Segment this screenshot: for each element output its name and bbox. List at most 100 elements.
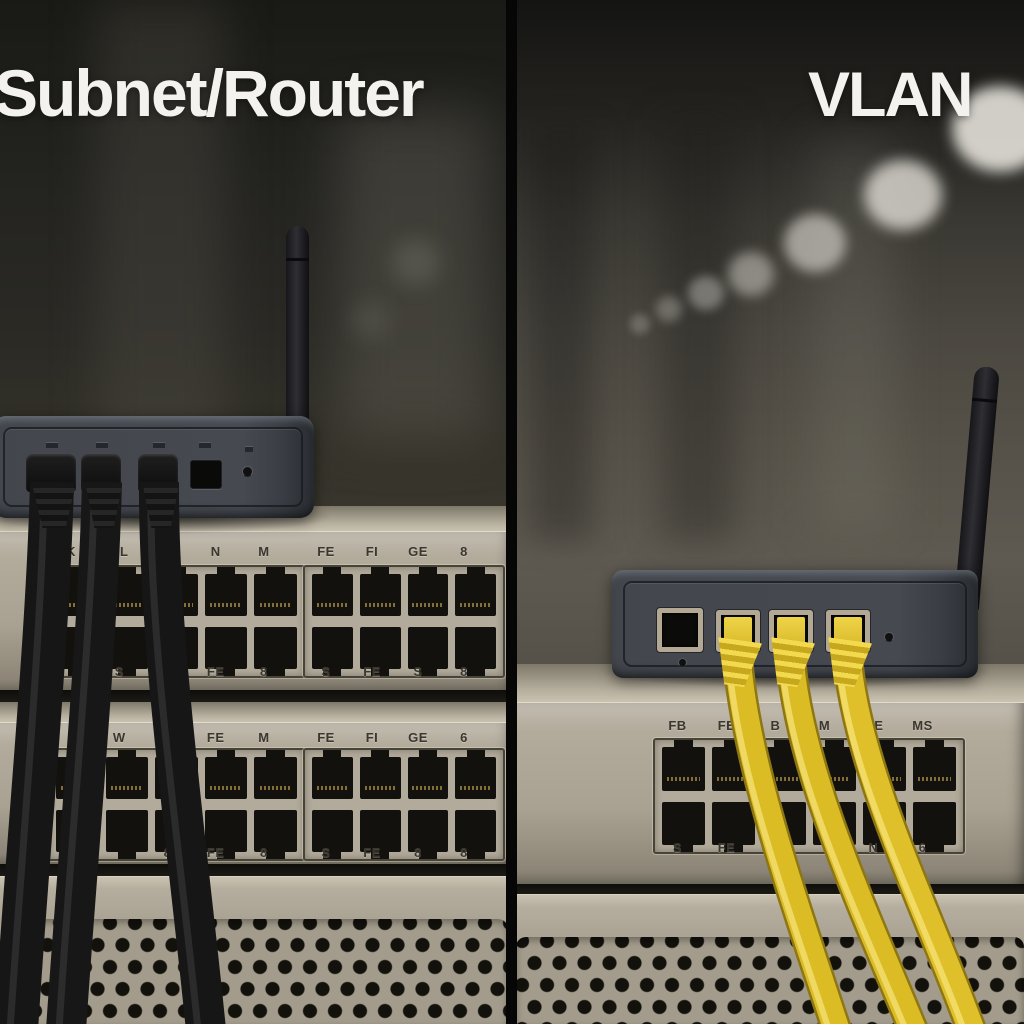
bokeh-light: [728, 252, 774, 296]
port-label: 8: [460, 544, 468, 559]
rj45-port: [105, 810, 149, 859]
black-cables-layer: [0, 481, 226, 1024]
rj45-port: [254, 567, 297, 616]
subnet-router-panel: Subnet/Router K HL FI N M FE FI GE 8: [0, 0, 512, 1024]
port-icon: [96, 442, 108, 448]
port-label: FE: [363, 664, 381, 679]
port-label: N: [210, 544, 221, 559]
port-label: 8: [260, 664, 268, 679]
rj45-port: [455, 567, 496, 616]
bokeh-light: [630, 314, 650, 334]
port-label: 6: [918, 840, 927, 855]
bokeh-light: [656, 296, 682, 322]
port-label: M: [818, 718, 831, 733]
switch-unit-1: K HL FI N M FE FI GE 8 S: [0, 506, 512, 702]
yellow-cable-3: [834, 651, 984, 1024]
port-label: 6: [460, 730, 468, 745]
empty-port: [657, 608, 703, 652]
chassis-gap: [512, 884, 1024, 894]
port-label: FE: [206, 730, 225, 745]
port-label: S: [321, 664, 331, 679]
port-label: N: [868, 840, 879, 855]
port-label: GE: [408, 544, 428, 559]
rj45-port: [254, 750, 297, 799]
port-label: FE: [717, 718, 736, 733]
led-hole: [884, 632, 894, 642]
bokeh-light: [350, 300, 390, 340]
port-icon: [153, 442, 165, 448]
yellow-cable-1: [724, 649, 849, 1024]
empty-port: [190, 460, 222, 489]
cable-highlight: [726, 659, 831, 1024]
rj45-port: [204, 750, 248, 799]
background-column-blur: [662, 120, 734, 540]
port-label: S: [413, 664, 423, 679]
port-label: FE: [717, 840, 736, 855]
cable-highlight: [147, 499, 201, 1024]
vented-chassis: [512, 894, 1024, 1024]
port-label: 8: [414, 845, 422, 860]
black-cable-2: [46, 481, 122, 1024]
port-label: FE: [317, 730, 335, 745]
port-label-row: S FE 8 8: [303, 845, 487, 860]
port-label: S: [672, 840, 683, 855]
panel-divider: [506, 0, 517, 1024]
port-label: W: [112, 730, 126, 745]
port-label: FE: [317, 544, 335, 559]
rj45-port: [407, 567, 449, 616]
bokeh-light: [688, 276, 724, 310]
rj45-port: [455, 627, 496, 676]
port-label: FE: [206, 664, 225, 679]
port-label: S: [321, 845, 331, 860]
right-title: VLAN: [808, 60, 973, 130]
port-label: B: [770, 718, 781, 733]
bokeh-light: [784, 214, 846, 272]
port-label: 8: [460, 845, 468, 860]
rj45-port: [359, 810, 401, 859]
port-label: FB: [668, 718, 687, 733]
black-cable-3: [138, 481, 226, 1024]
port-block: [303, 748, 505, 861]
screw-hole: [678, 658, 687, 667]
reset-icon: [245, 446, 253, 452]
rj45-port: [359, 627, 401, 676]
port-label: M: [258, 544, 270, 559]
black-cable-1: [0, 481, 74, 1024]
chassis-gap: [0, 864, 512, 876]
rj45-port: [204, 810, 248, 859]
rj45-port: [359, 750, 401, 799]
port-label: 8: [460, 664, 468, 679]
rj45-port: [312, 810, 353, 859]
bokeh-light: [864, 160, 942, 230]
port-icon: [199, 442, 211, 448]
port-label: MS: [912, 718, 933, 733]
port-label: FI: [365, 730, 379, 745]
rj45-port: [455, 750, 496, 799]
rj45-port: [662, 740, 706, 791]
rj45-port: [407, 750, 449, 799]
port-label-row: FE FI GE 6: [303, 730, 487, 745]
vlan-panel: VLAN FB FE B M GE MS S FE 8 N: [512, 0, 1024, 1024]
router-antenna: [286, 226, 309, 432]
rj45-port: [912, 801, 956, 852]
cable-highlight: [779, 661, 907, 1024]
port-icon: [46, 442, 58, 448]
yellow-cables-layer: [721, 649, 986, 1024]
rj45-port: [407, 627, 449, 676]
rj45-port: [204, 627, 248, 676]
rj45-port: [455, 810, 496, 859]
background-column-blur: [338, 110, 490, 440]
left-title: Subnet/Router: [0, 56, 425, 130]
chassis-gap: [0, 690, 512, 702]
reset-hole: [242, 466, 253, 477]
rj45-port: [662, 801, 706, 852]
port-block: [303, 565, 505, 678]
port-label: S: [114, 664, 124, 679]
background-column-blur: [530, 130, 592, 540]
port-label: FE: [363, 845, 381, 860]
port-label: FI: [365, 544, 379, 559]
port-label: 8: [260, 845, 268, 860]
rj45-port: [912, 740, 956, 791]
port-label-row: FE FI GE 8: [303, 544, 487, 559]
